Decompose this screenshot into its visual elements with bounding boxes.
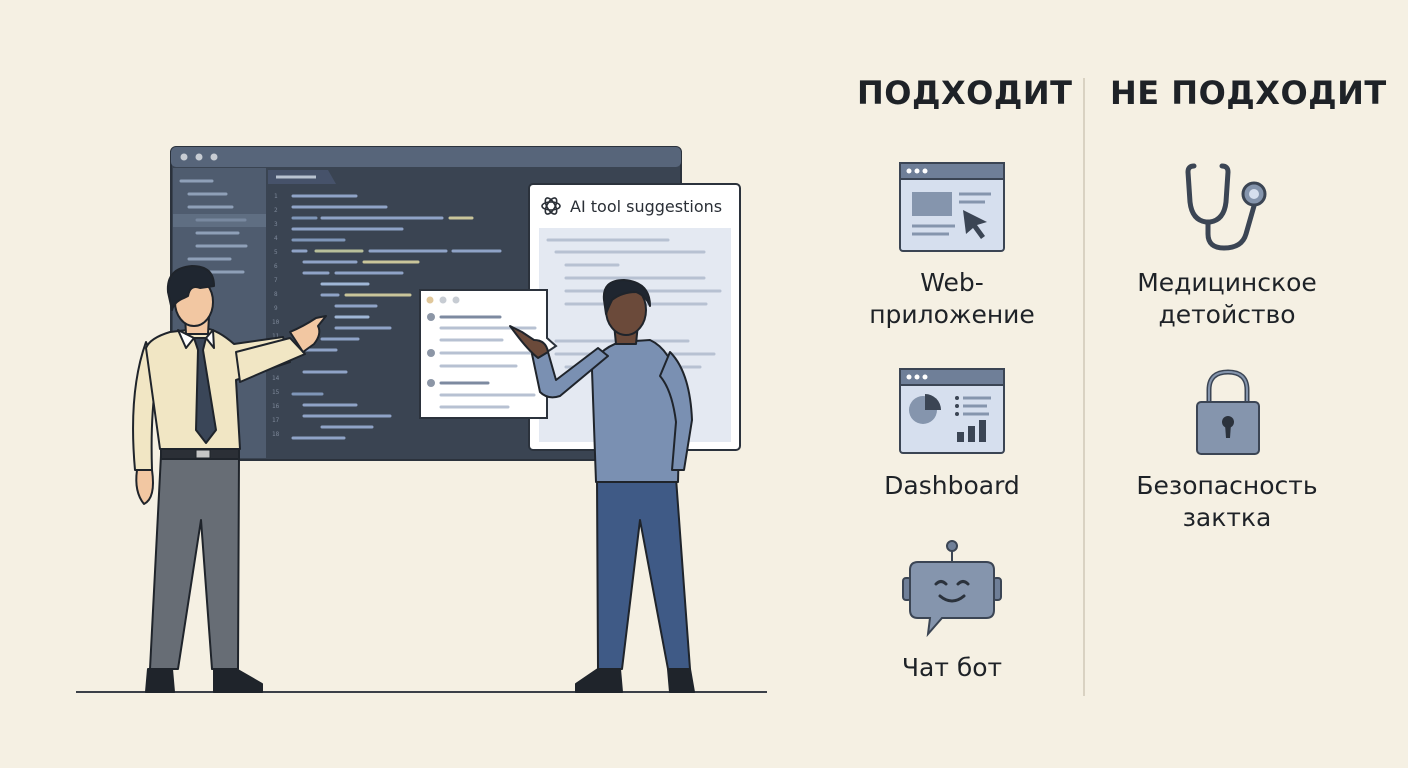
padlock-icon bbox=[1196, 369, 1260, 455]
svg-text:9: 9 bbox=[274, 305, 278, 312]
not-suitable-item-label-medical: Медицинское детойство bbox=[1137, 268, 1317, 329]
svg-text:10: 10 bbox=[272, 319, 280, 326]
svg-text:4: 4 bbox=[274, 235, 278, 242]
suitable-heading: ПОДХОДИТ bbox=[857, 74, 1073, 112]
svg-text:8: 8 bbox=[274, 291, 278, 298]
svg-text:17: 17 bbox=[272, 417, 280, 424]
suitable-item-label-web: Web- приложение bbox=[869, 268, 1035, 329]
svg-text:2: 2 bbox=[274, 207, 278, 214]
stethoscope-icon bbox=[1185, 163, 1267, 251]
column-divider bbox=[1083, 78, 1085, 696]
chat-bot-icon bbox=[902, 540, 1002, 638]
svg-text:3: 3 bbox=[274, 221, 278, 228]
svg-text:18: 18 bbox=[272, 431, 280, 438]
svg-text:11: 11 bbox=[272, 333, 280, 340]
not-suitable-item-label-security: Безопасность закткa bbox=[1136, 471, 1318, 532]
svg-text:14: 14 bbox=[272, 375, 280, 382]
openai-logo-icon bbox=[541, 197, 561, 215]
dashboard-chart-icon bbox=[899, 368, 1005, 454]
svg-text:16: 16 bbox=[272, 403, 280, 410]
suitable-item-label-dashboard: Dashboard bbox=[884, 471, 1020, 500]
suitable-item-label-chatbot: Чат бот bbox=[901, 653, 1003, 682]
svg-text:1: 1 bbox=[274, 193, 278, 200]
developer-left-figure bbox=[132, 265, 327, 693]
svg-text:5: 5 bbox=[274, 249, 278, 256]
svg-text:15: 15 bbox=[272, 389, 280, 396]
not-suitable-heading: НЕ ПОДХОДИТ bbox=[1110, 74, 1387, 112]
suggestion-popup-card bbox=[419, 289, 558, 419]
svg-text:7: 7 bbox=[274, 277, 278, 284]
ai-panel-title: AI tool suggestions bbox=[570, 197, 722, 216]
developer-right-figure bbox=[509, 279, 695, 693]
web-app-window-icon bbox=[899, 162, 1005, 252]
svg-text:6: 6 bbox=[274, 263, 278, 270]
